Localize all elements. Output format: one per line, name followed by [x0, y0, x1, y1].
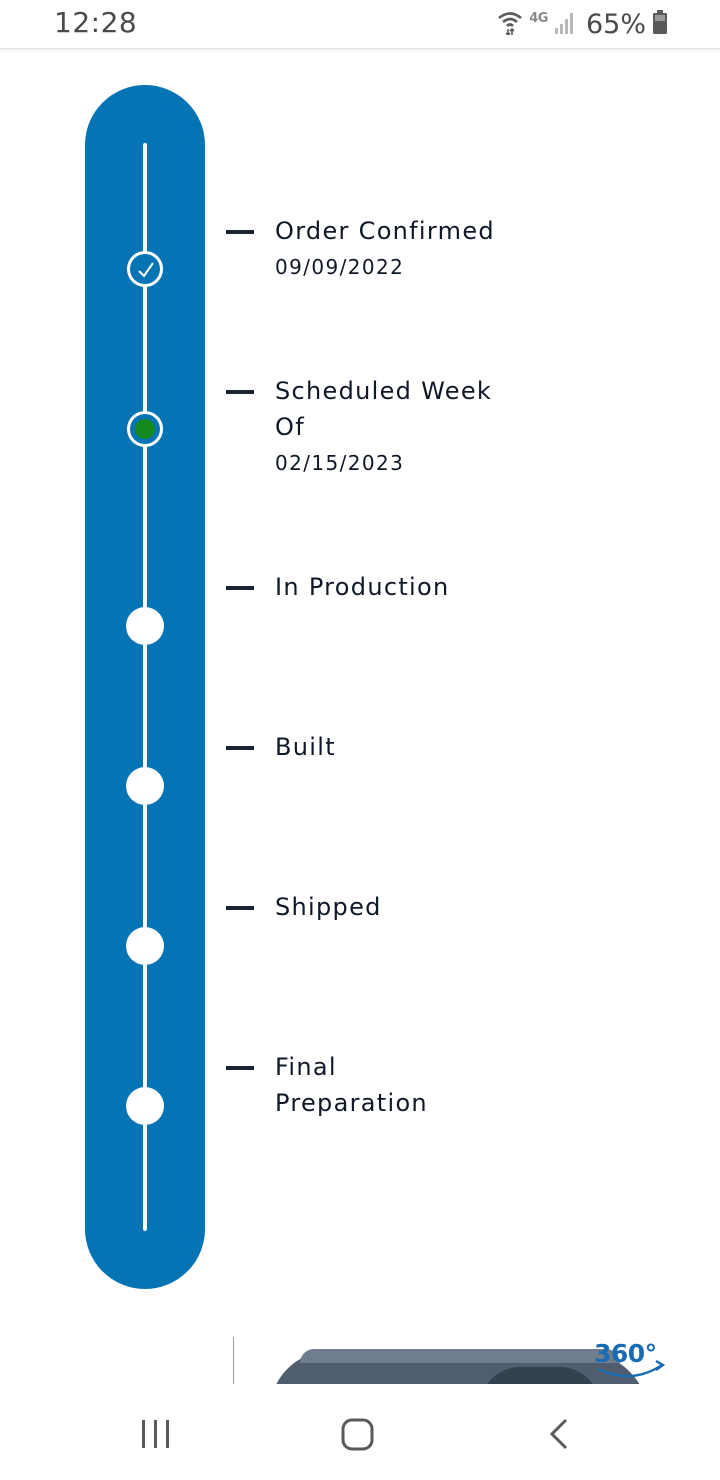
step-title: In Production: [275, 573, 450, 601]
step-node-complete: [127, 251, 163, 287]
step-title: Final Preparation: [275, 1053, 428, 1117]
back-icon[interactable]: [546, 1414, 574, 1454]
checkmark-icon: [138, 262, 154, 278]
vehicle-window: [480, 1367, 600, 1384]
step-title: Order Confirmed: [275, 217, 495, 245]
step-node-pending: [126, 1087, 164, 1125]
step-dash: [226, 906, 254, 910]
step-dash: [226, 1066, 254, 1070]
status-bar: 12:28 4G 65%: [0, 0, 720, 49]
step-node-pending: [126, 767, 164, 805]
progress-line: [143, 143, 147, 1231]
status-icons: 4G 65%: [497, 8, 668, 40]
rotate-360-icon: [597, 1359, 666, 1378]
step-node-pending: [126, 607, 164, 645]
vehicle-roof-highlight: [300, 1349, 620, 1363]
home-icon[interactable]: [340, 1414, 376, 1454]
step-dash: [226, 390, 254, 394]
step-dash: [226, 586, 254, 590]
step-dash: [226, 746, 254, 750]
step-title: Scheduled Week Of: [275, 377, 493, 441]
signal-icon: [554, 10, 576, 38]
step-date: 09/09/2022: [275, 255, 405, 279]
battery-icon: [652, 9, 668, 39]
progress-track: [85, 85, 205, 1289]
step-dash: [226, 230, 254, 234]
step-title: Built: [275, 733, 336, 761]
view-360-button[interactable]: 360°: [592, 1339, 672, 1384]
system-nav-bar: [0, 1384, 720, 1480]
current-step-dot: [135, 419, 155, 439]
order-tracker-screen: Order Confirmed 09/09/2022 Scheduled Wee…: [0, 49, 720, 1384]
recent-apps-icon[interactable]: [140, 1414, 172, 1454]
clock: 12:28: [54, 6, 138, 39]
step-date: 02/15/2023: [275, 451, 405, 475]
preview-divider: [233, 1337, 234, 1384]
network-type-label: 4G: [529, 10, 548, 26]
step-title: Shipped: [275, 893, 382, 921]
wifi-icon: [497, 9, 523, 39]
step-node-current: [127, 411, 163, 447]
step-node-pending: [126, 927, 164, 965]
battery-percent: 65%: [585, 8, 646, 40]
view-360-label: 360°: [594, 1339, 657, 1368]
